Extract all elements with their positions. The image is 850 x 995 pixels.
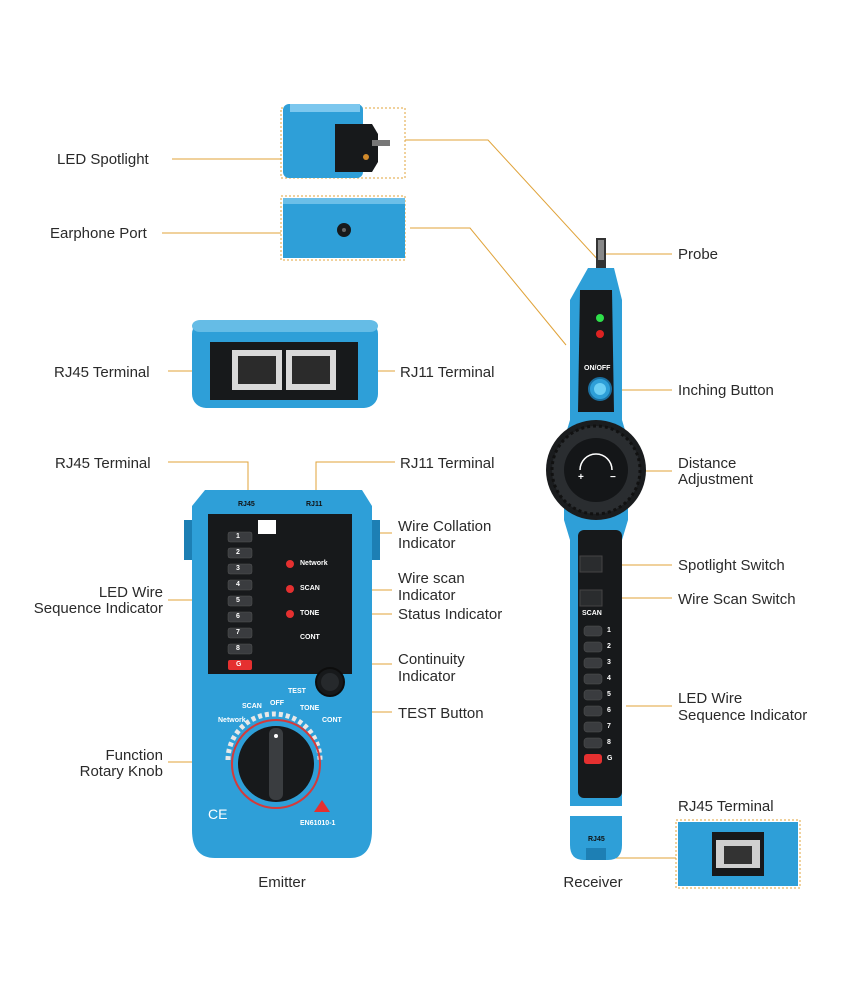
label-led-wire-seq-left-1: LED Wire bbox=[98, 584, 163, 601]
label-continuity-2: Indicator bbox=[398, 668, 456, 685]
label-wire-collation-2: Indicator bbox=[398, 535, 456, 552]
led-spotlight-detail bbox=[280, 104, 406, 179]
cont-indicator-text: CONT bbox=[300, 634, 320, 641]
label-wire-collation-1: Wire Collation bbox=[398, 518, 492, 535]
label-inching-button: Inching Button bbox=[678, 382, 774, 399]
receiver-rj45-detail bbox=[675, 819, 801, 889]
emitter-led-5: 5 bbox=[236, 597, 240, 604]
label-rj11-terminal-top: RJ11 Terminal bbox=[400, 364, 495, 381]
test-text: TEST bbox=[288, 688, 306, 695]
label-rj45-terminal-receiver: RJ45 Terminal bbox=[678, 798, 774, 815]
en-standard-text: EN61010-1 bbox=[300, 820, 336, 827]
emitter-led-7: 7 bbox=[236, 629, 240, 636]
receiver-led-1: 1 bbox=[607, 627, 611, 634]
emitter-led-3: 3 bbox=[236, 565, 240, 572]
receiver-led-5: 5 bbox=[607, 691, 611, 698]
emitter-rj45-text: RJ45 bbox=[238, 501, 255, 508]
earphone-port-detail bbox=[280, 195, 406, 261]
network-indicator-text: Network bbox=[300, 560, 328, 567]
dial-cont-text: CONT bbox=[322, 717, 342, 724]
label-rj45-terminal-top: RJ45 Terminal bbox=[54, 364, 150, 381]
receiver-led-g: G bbox=[607, 755, 613, 762]
label-rj11-terminal-emitter: RJ11 Terminal bbox=[400, 455, 495, 472]
label-rj45-terminal-emitter: RJ45 Terminal bbox=[55, 455, 151, 472]
emitter-led-8: 8 bbox=[236, 645, 240, 652]
label-earphone-port: Earphone Port bbox=[50, 225, 147, 242]
dial-scan-text: SCAN bbox=[242, 703, 262, 710]
label-probe: Probe bbox=[678, 246, 719, 263]
label-status-indicator: Status Indicator bbox=[398, 606, 503, 623]
receiver-led-4: 4 bbox=[607, 675, 611, 682]
label-distance-adjustment-2: Adjustment bbox=[678, 471, 754, 488]
receiver-onoff-text: ON/OFF bbox=[584, 365, 611, 372]
dial-tone-text: TONE bbox=[300, 705, 320, 712]
top-terminal-block bbox=[192, 320, 378, 408]
receiver-led-7: 7 bbox=[607, 723, 611, 730]
label-wire-scan-switch: Wire Scan Switch bbox=[678, 591, 796, 608]
receiver-plus: + bbox=[578, 472, 584, 483]
receiver-led-2: 2 bbox=[607, 643, 611, 650]
label-led-wire-seq-right-2: Sequence Indicator bbox=[678, 707, 808, 724]
emitter-led-1: 1 bbox=[236, 533, 240, 540]
receiver-body bbox=[546, 238, 646, 860]
label-distance-adjustment-1: Distance bbox=[678, 455, 737, 472]
receiver-minus: − bbox=[610, 472, 616, 483]
receiver-scan-text: SCAN bbox=[582, 610, 602, 617]
label-receiver: Receiver bbox=[563, 874, 623, 891]
receiver-rj45-text: RJ45 bbox=[588, 836, 605, 843]
receiver-led-3: 3 bbox=[607, 659, 611, 666]
label-led-wire-seq-right-1: LED Wire bbox=[678, 690, 743, 707]
emitter-rj11-text: RJ11 bbox=[306, 501, 323, 508]
scan-indicator-text: SCAN bbox=[300, 585, 320, 592]
label-spotlight-switch: Spotlight Switch bbox=[678, 557, 785, 574]
label-led-wire-seq-left-2: Sequence Indicator bbox=[33, 600, 163, 617]
receiver-led-6: 6 bbox=[607, 707, 611, 714]
label-wire-scan-1: Wire scan bbox=[398, 570, 465, 587]
label-led-spotlight: LED Spotlight bbox=[57, 151, 149, 168]
label-function-knob-2: Rotary Knob bbox=[79, 763, 163, 780]
emitter-led-6: 6 bbox=[236, 613, 240, 620]
ce-mark: CE bbox=[208, 806, 228, 822]
emitter-led-g: G bbox=[236, 661, 242, 668]
label-wire-scan-2: Indicator bbox=[398, 587, 456, 604]
label-continuity-1: Continuity bbox=[398, 651, 465, 668]
emitter-led-2: 2 bbox=[236, 549, 240, 556]
tone-indicator-text: TONE bbox=[300, 610, 320, 617]
label-emitter: Emitter bbox=[258, 874, 306, 891]
emitter-led-4: 4 bbox=[236, 581, 240, 588]
label-function-knob-1: Function bbox=[105, 747, 163, 764]
emitter-body bbox=[184, 490, 380, 858]
dial-network-text: Network bbox=[218, 717, 246, 724]
label-test-button: TEST Button bbox=[398, 705, 484, 722]
receiver-led-8: 8 bbox=[607, 739, 611, 746]
dial-off-text: OFF bbox=[270, 700, 284, 707]
